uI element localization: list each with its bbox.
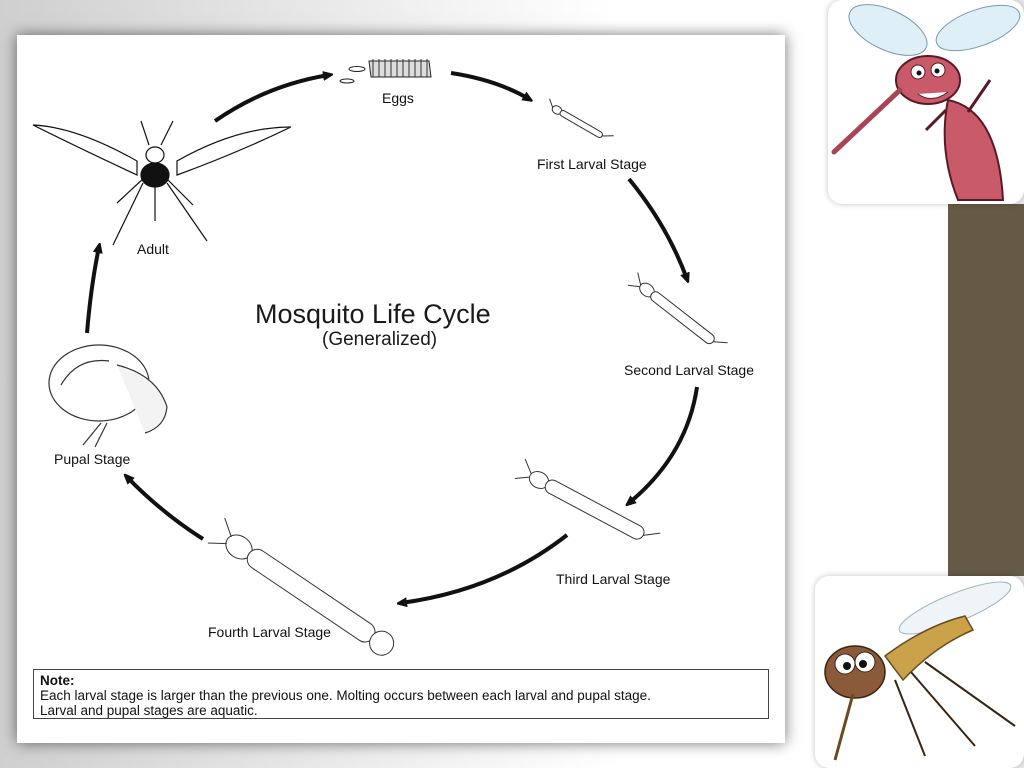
cartoon-mosquito-red-image [828, 0, 1024, 204]
arrow-second-to-third [629, 386, 699, 503]
adult-mosquito-icon [32, 120, 292, 246]
stage-label-pupal: Pupal Stage [54, 451, 131, 467]
fourth-larva-icon [207, 517, 395, 656]
cartoon-mosquito-brown-icon [824, 581, 1016, 761]
second-larva-icon [627, 272, 728, 345]
note-line-1: Each larval stage is larger than the pre… [40, 688, 651, 703]
arrow-pupal-to-adult [85, 247, 99, 334]
stage-label-first-larval: First Larval Stage [537, 156, 647, 172]
note-box: Note: Each larval stage is larger than t… [33, 669, 769, 719]
arrow-eggs-to-first [450, 71, 529, 99]
diagram-title: Mosquito Life Cycle [255, 299, 491, 329]
stage-label-second-larval: Second Larval Stage [624, 362, 754, 378]
stage-label-eggs: Eggs [382, 90, 414, 106]
arrow-third-to-fourth [401, 533, 569, 603]
diagram-subtitle: (Generalized) [322, 329, 438, 350]
third-larva-icon [514, 458, 661, 540]
cartoon-mosquito-brown-image [815, 576, 1024, 768]
stage-label-third-larval: Third Larval Stage [556, 571, 671, 587]
stage-label-fourth-larval: Fourth Larval Stage [208, 624, 331, 640]
slide-side-band [948, 204, 1024, 576]
eggs-icon [339, 59, 432, 84]
cartoon-mosquito-red-icon [831, 4, 1021, 201]
life-cycle-diagram: Eggs First Larval Stage Second Larval St… [17, 35, 785, 743]
note-line-2: Larval and pupal stages are aquatic. [40, 703, 258, 718]
arrow-first-to-second [627, 177, 687, 279]
arrow-adult-to-eggs [213, 75, 329, 123]
stage-label-adult: Adult [137, 241, 169, 257]
cycle-arrows-svg [32, 59, 728, 656]
note-title: Note: [40, 673, 75, 688]
first-larva-icon [549, 98, 614, 138]
arrow-fourth-to-pupal [127, 477, 205, 541]
pupa-icon [48, 344, 168, 448]
